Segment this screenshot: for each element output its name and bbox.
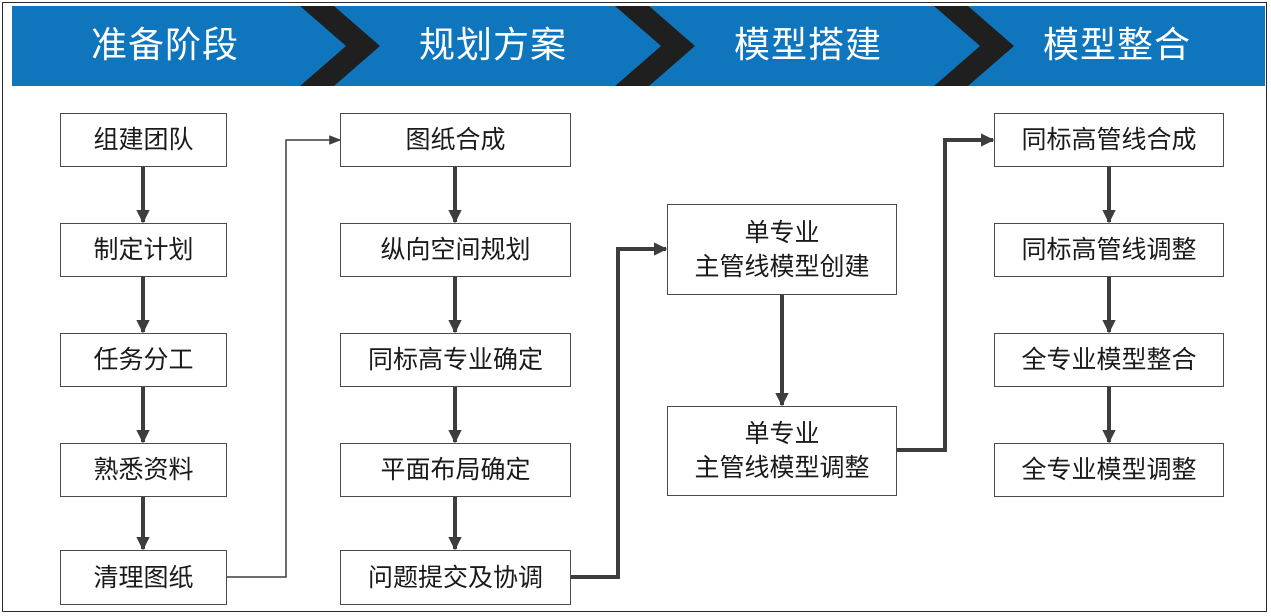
step-box: 纵向空间规划 — [340, 223, 571, 277]
phase-banner — [12, 6, 1265, 86]
step-label: 同标高管线合成 — [1021, 125, 1197, 154]
step-box: 图纸合成 — [340, 113, 571, 167]
step-box: 同标高管线调整 — [994, 223, 1224, 277]
step-box: 单专业 主管线模型调整 — [667, 406, 897, 496]
step-label: 图纸合成 — [405, 125, 506, 154]
step-label: 全专业模型整合 — [1021, 345, 1197, 374]
step-label-line1: 单专业 — [744, 419, 820, 448]
step-box: 同标高管线合成 — [994, 113, 1224, 167]
phase-label-3: 模型搭建 — [733, 25, 882, 66]
step-label: 问题提交及协调 — [367, 562, 543, 592]
phase-label-4: 模型整合 — [1042, 25, 1191, 66]
step-label: 全专业模型调整 — [1021, 455, 1197, 484]
step-label: 清理图纸 — [93, 562, 194, 592]
step-label: 同标高管线调整 — [1021, 235, 1197, 264]
step-label-line1: 单专业 — [744, 217, 820, 247]
phase-label-1: 准备阶段 — [90, 25, 239, 66]
step-box: 熟悉资料 — [60, 443, 227, 497]
step-label: 组建团队 — [93, 125, 194, 154]
step-label: 同标高专业确定 — [367, 345, 543, 374]
elbow-connector — [897, 133, 995, 452]
step-box: 制定计划 — [60, 223, 227, 277]
step-box: 问题提交及协调 — [340, 550, 571, 605]
step-box: 任务分工 — [60, 333, 227, 387]
chevron-icon — [615, 6, 695, 86]
step-label-line2: 主管线模型调整 — [694, 453, 870, 482]
step-box: 组建团队 — [60, 113, 227, 167]
step-box: 平面布局确定 — [340, 443, 571, 497]
step-box: 全专业模型整合 — [994, 333, 1224, 387]
phase-label-2: 规划方案 — [418, 25, 567, 66]
step-box: 单专业 主管线模型创建 — [667, 204, 897, 295]
step-box: 全专业模型调整 — [994, 443, 1224, 497]
step-box: 清理图纸 — [60, 550, 227, 605]
step-label: 熟悉资料 — [93, 455, 194, 484]
elbow-connector-thin — [227, 135, 342, 578]
elbow-connector — [571, 242, 668, 579]
step-label: 制定计划 — [93, 235, 194, 264]
chevron-icon — [300, 6, 380, 86]
step-box: 同标高专业确定 — [340, 333, 571, 387]
step-label: 纵向空间规划 — [380, 235, 531, 264]
chevron-icon — [934, 6, 1014, 86]
step-label: 任务分工 — [93, 345, 194, 374]
step-label: 平面布局确定 — [380, 455, 531, 484]
step-label-line2: 主管线模型创建 — [694, 251, 870, 281]
